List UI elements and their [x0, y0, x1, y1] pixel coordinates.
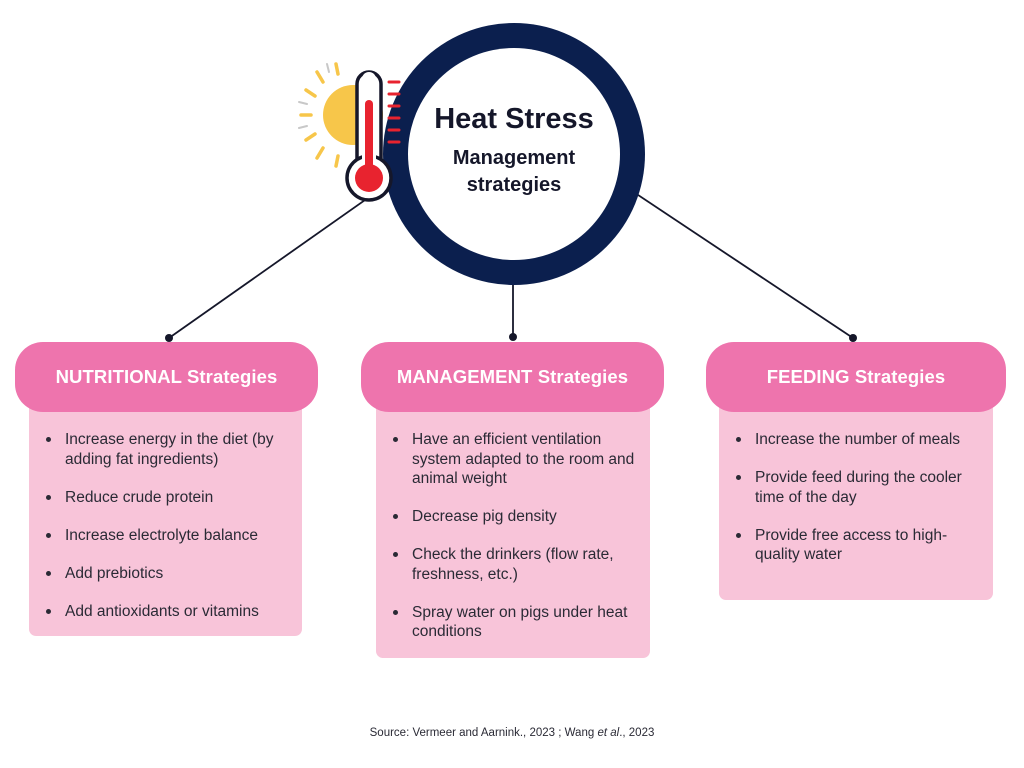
connector-dot-nutritional	[165, 334, 173, 342]
feeding-card	[719, 380, 993, 600]
nutritional-header: NUTRITIONAL Strategies	[15, 342, 318, 412]
list-item: Increase electrolyte balance	[29, 526, 302, 546]
feeding-list: Increase the number of meals Provide fee…	[719, 430, 981, 583]
list-item: Reduce crude protein	[29, 488, 302, 508]
connector-dot-feeding	[849, 334, 857, 342]
heat-stress-hub: Heat Stress Management strategies	[383, 23, 645, 285]
nutritional-list: Increase energy in the diet (by adding f…	[29, 430, 302, 640]
source-citation: Source: Vermeer and Aarnink., 2023 ; Wan…	[0, 727, 1024, 739]
connector-nutritional	[168, 173, 403, 339]
list-item: Have an efficient ventilation system ada…	[376, 430, 644, 489]
source-suffix: ., 2023	[619, 727, 655, 739]
source-italic: et al	[597, 727, 620, 739]
hub-subtitle: Management strategies	[452, 147, 576, 196]
list-item: Provide free access to high-quality wate…	[719, 526, 981, 565]
source-prefix: Source: Vermeer and Aarnink., 2023 ; Wan…	[369, 727, 598, 739]
list-item: Add prebiotics	[29, 564, 302, 584]
connector-dot-management	[509, 333, 517, 341]
list-item: Decrease pig density	[376, 507, 644, 527]
list-item: Increase the number of meals	[719, 430, 981, 450]
feeding-header: FEEDING Strategies	[706, 342, 1006, 412]
list-item: Check the drinkers (flow rate, freshness…	[376, 545, 644, 584]
connector-feeding	[616, 180, 854, 339]
hub-title: Heat Stress	[434, 103, 594, 135]
hub-center: Heat Stress Management strategies	[408, 48, 620, 260]
nutritional-card	[29, 380, 302, 636]
thermometer-sun-icon	[298, 62, 401, 202]
list-item: Spray water on pigs under heat condition…	[376, 603, 644, 642]
list-item: Add antioxidants or vitamins	[29, 602, 302, 622]
list-item: Increase energy in the diet (by adding f…	[29, 430, 302, 469]
management-list: Have an efficient ventilation system ada…	[376, 430, 644, 660]
management-card	[376, 380, 650, 658]
management-header: MANAGEMENT Strategies	[361, 342, 664, 412]
list-item: Provide feed during the cooler time of t…	[719, 468, 981, 507]
